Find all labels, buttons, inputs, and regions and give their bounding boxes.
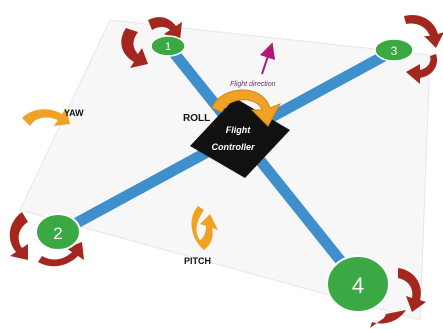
motor-3: 3 bbox=[374, 15, 443, 84]
motor-4-number: 4 bbox=[352, 273, 364, 298]
yaw-arrow-icon bbox=[22, 108, 70, 126]
motor-2-number: 2 bbox=[53, 224, 62, 243]
rotation-arrow-icon bbox=[406, 54, 438, 84]
controller-label-line1: Flight bbox=[226, 125, 251, 135]
rotation-arrow-icon bbox=[121, 28, 148, 68]
motor-4-disc bbox=[326, 255, 390, 313]
motor-1-disc bbox=[150, 35, 186, 57]
roll-arrow-icon bbox=[211, 89, 282, 127]
motor-2-disc bbox=[35, 213, 81, 251]
rotation-arrow-icon bbox=[398, 268, 426, 312]
arm-1-4 bbox=[164, 42, 366, 291]
roll-label: ROLL bbox=[183, 113, 210, 124]
motor-1-number: 1 bbox=[165, 41, 171, 53]
rotation-arrow-icon bbox=[38, 242, 84, 267]
pitch-arrow-icon bbox=[191, 206, 218, 250]
controller-label-line2: Controller bbox=[211, 142, 254, 152]
rotation-arrow-icon bbox=[404, 15, 443, 48]
rotation-arrow-icon bbox=[9, 212, 28, 260]
yaw-label: YAW bbox=[64, 108, 84, 118]
flight-direction-arrow-icon bbox=[259, 42, 276, 75]
rotation-arrow-icon bbox=[370, 310, 406, 328]
flight-direction-label: Flight direction bbox=[230, 81, 276, 88]
motor-3-number: 3 bbox=[391, 44, 398, 58]
motor-2: 2 bbox=[9, 212, 84, 267]
rotation-arrow-icon bbox=[148, 17, 182, 40]
pitch-label: PITCH bbox=[184, 256, 211, 266]
motor-3-disc bbox=[374, 38, 414, 62]
motor-1: 1 bbox=[121, 17, 186, 68]
motor-4: 4 bbox=[326, 255, 426, 328]
